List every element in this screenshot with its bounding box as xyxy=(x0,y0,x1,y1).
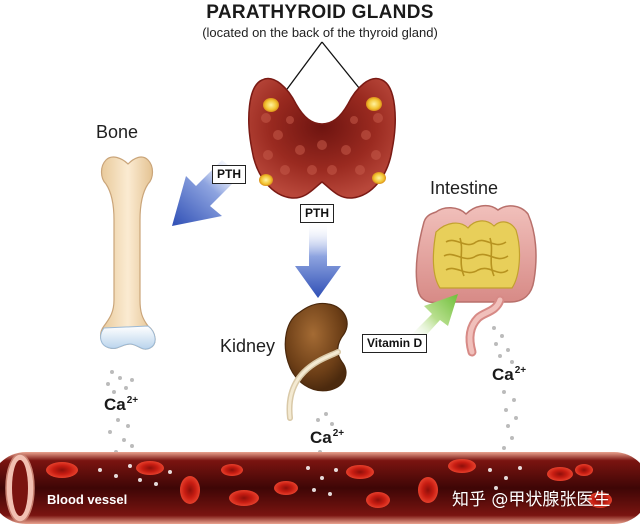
calcium-ion-kidney: Ca2+ xyxy=(310,428,344,448)
calcium-symbol: Ca xyxy=(492,365,514,384)
calcium-charge: 2+ xyxy=(332,428,345,439)
calcium-charge: 2+ xyxy=(126,395,139,406)
bone-label: Bone xyxy=(96,122,139,142)
parathyroid-gland xyxy=(366,97,382,111)
calcium-charge: 2+ xyxy=(514,365,527,376)
kidney-icon xyxy=(284,302,348,421)
intestine-icon xyxy=(415,204,537,357)
calcium-symbol: Ca xyxy=(310,428,332,447)
watermark: 知乎 @甲状腺张医生 xyxy=(452,490,611,510)
femur-bone-icon xyxy=(100,156,156,350)
calcium-symbol: Ca xyxy=(104,395,126,414)
thyroid-gland-icon xyxy=(248,77,396,199)
diagram-title: PARATHYROID GLANDS xyxy=(206,2,434,23)
parathyroid-gland xyxy=(263,98,279,112)
vitamin-d-arrow xyxy=(412,294,458,342)
calcium-ion-intestine: Ca2+ xyxy=(492,365,526,385)
diagram-subtitle: (located on the back of the thyroid glan… xyxy=(202,25,438,40)
blood-vessel-label: Blood vessel xyxy=(47,492,128,507)
parathyroid-gland xyxy=(259,174,273,186)
vitamin-d-tag: Vitamin D xyxy=(362,334,428,353)
pth-tag-kidney: PTH xyxy=(300,204,334,223)
pth-tag-bone: PTH xyxy=(212,165,246,184)
calcium-ion-bone: Ca2+ xyxy=(104,395,138,415)
kidney-label: Kidney xyxy=(220,336,276,356)
blood-vessel-icon xyxy=(0,452,640,524)
parathyroid-gland xyxy=(372,172,386,184)
red-blood-cells xyxy=(46,459,612,508)
pth-arrow-to-kidney xyxy=(295,222,341,298)
intestine-label: Intestine xyxy=(430,178,499,198)
